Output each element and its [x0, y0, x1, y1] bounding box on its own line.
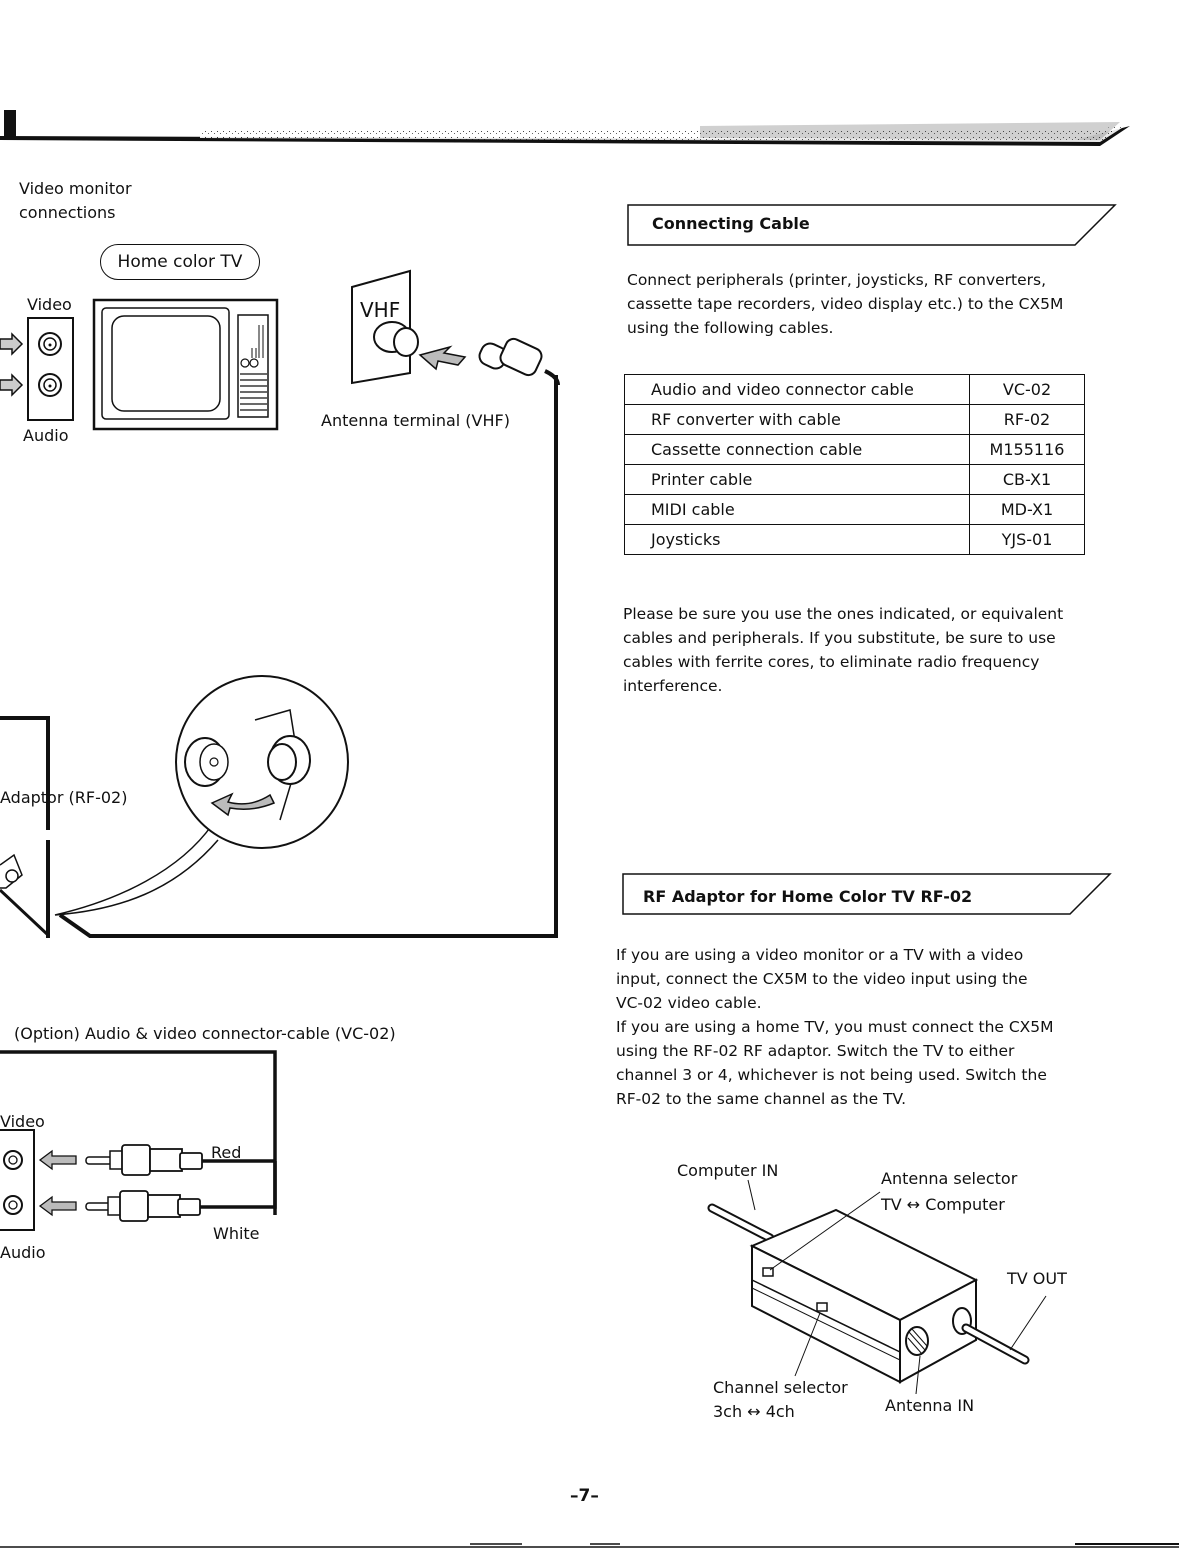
cable-description: Cassette connection cable [624, 434, 970, 465]
av-cable-illustration [0, 1050, 277, 1231]
antenna-in-label: Antenna IN [885, 1396, 975, 1415]
cable-model: M155116 [969, 434, 1085, 465]
rf-body-line2: input, connect the CX5M to the video inp… [616, 970, 1028, 988]
audio-jack-icon [3, 1195, 23, 1215]
antenna-in-leader [915, 1355, 921, 1395]
footer-rule [0, 1543, 1179, 1548]
rf-adaptor-title: RF Adaptor for Home Color TV RF-02 [643, 887, 973, 906]
arrow-right-icon [0, 332, 24, 356]
rf02-adaptor-illustration [707, 1179, 1047, 1395]
insert-arrow-icon [418, 345, 467, 371]
antenna-in-connector-icon [905, 1326, 929, 1356]
page-number: –7– [570, 1486, 599, 1506]
connecting-cable-intro-line3: using the following cables. [627, 319, 834, 337]
av-audio-label: Audio [0, 1243, 46, 1262]
threaded-connector-icon [184, 737, 229, 787]
antenna-selector-label: Antenna selector [881, 1169, 1018, 1188]
coax-plug-icon [478, 337, 543, 377]
cable-description: MIDI cable [624, 494, 970, 525]
cable-description: Joysticks [624, 524, 970, 555]
channel-selector-label: Channel selector [713, 1378, 848, 1397]
connecting-cable-intro-line1: Connect peripherals (printer, joysticks,… [627, 271, 1047, 289]
tv-illustration [92, 298, 279, 431]
antenna-selector-leader [769, 1191, 881, 1271]
video-monitor-heading-line2: connections [19, 203, 116, 222]
computer-in-cable-icon [707, 1203, 775, 1243]
tv-out-leader [1009, 1295, 1047, 1351]
cable-note-line1: Please be sure you use the ones indicate… [623, 605, 1064, 623]
rf-body-line5: using the RF-02 RF adaptor. Switch the T… [616, 1042, 1015, 1060]
curved-arrow-icon [210, 792, 276, 817]
cable-description: Audio and video connector cable [624, 374, 970, 405]
home-color-tv-label: Home color TV [100, 244, 260, 280]
antenna-selector-switch-icon [762, 1267, 774, 1277]
cable-description: Printer cable [624, 464, 970, 495]
antenna-cable-route [0, 375, 558, 938]
rf-body-line4: If you are using a home TV, you must con… [616, 1018, 1054, 1036]
connecting-cable-intro-line2: cassette tape recorders, video display e… [627, 295, 1064, 313]
cable-model: YJS-01 [969, 524, 1085, 555]
jack-audio-label: Audio [23, 426, 69, 445]
cable-model: RF-02 [969, 404, 1085, 435]
arrow-right-icon [0, 373, 24, 397]
antenna-terminal-label: Antenna terminal (VHF) [321, 411, 510, 430]
header-band [0, 110, 1130, 146]
rf-body-line1: If you are using a video monitor or a TV… [616, 946, 1024, 964]
rca-plug-white-icon [85, 1161, 277, 1222]
rf-adaptor-detail-callout [0, 675, 349, 916]
channel-selector-options: 3ch ↔ 4ch [713, 1402, 795, 1421]
rf-adaptor-body-icon [0, 853, 23, 889]
av-cable-caption: (Option) Audio & video connector-cable (… [14, 1024, 396, 1043]
cable-model: MD-X1 [969, 494, 1085, 525]
tv-out-cable-icon [952, 1307, 1030, 1365]
channel-selector-switch-icon [816, 1302, 828, 1312]
audio-jack-icon [38, 373, 62, 397]
cable-model: VC-02 [969, 374, 1085, 405]
jack-video-label: Video [27, 295, 72, 314]
rf-body-line6: channel 3 or 4, whichever is not being u… [616, 1066, 1047, 1084]
rf-adaptor-label: Adaptor (RF-02) [0, 788, 128, 807]
av-input-panel [0, 317, 74, 421]
arrow-left-icon [38, 1195, 77, 1217]
vhf-antenna-terminal-illustration: VHF [351, 269, 560, 386]
tv-out-label: TV OUT [1007, 1269, 1067, 1288]
cable-note-line3: cables with ferrite cores, to eliminate … [623, 653, 1040, 671]
arrow-left-icon [38, 1149, 77, 1171]
plug-red-label: Red [211, 1143, 242, 1162]
connecting-cable-title: Connecting Cable [652, 214, 810, 233]
computer-in-leader [747, 1179, 756, 1211]
antenna-selector-options: TV ↔ Computer [881, 1195, 1005, 1214]
computer-in-label: Computer IN [677, 1161, 779, 1180]
cable-description: RF converter with cable [624, 404, 970, 435]
cable-note-line2: cables and peripherals. If you substitut… [623, 629, 1056, 647]
channel-selector-leader [794, 1312, 821, 1377]
av-video-label: Video [0, 1112, 45, 1131]
vhf-plate-label: VHF [360, 298, 400, 322]
cable-note-line4: interference. [623, 677, 723, 695]
rf-body-line3: VC-02 video cable. [616, 994, 762, 1012]
rf-body-line7: RF-02 to the same channel as the TV. [616, 1090, 907, 1108]
connecting-cable-header: Connecting Cable [627, 204, 1117, 246]
socket-connector-icon [267, 735, 311, 785]
video-jack-icon [38, 332, 62, 356]
video-monitor-heading-line1: Video monitor [19, 179, 132, 198]
rf-adaptor-header: RF Adaptor for Home Color TV RF-02 [622, 873, 1112, 915]
home-color-tv-text: Home color TV [117, 252, 243, 272]
plug-white-label: White [213, 1224, 260, 1243]
rca-plug-red-icon [85, 1144, 275, 1176]
cable-model: CB-X1 [969, 464, 1085, 495]
video-jack-icon [3, 1150, 23, 1170]
